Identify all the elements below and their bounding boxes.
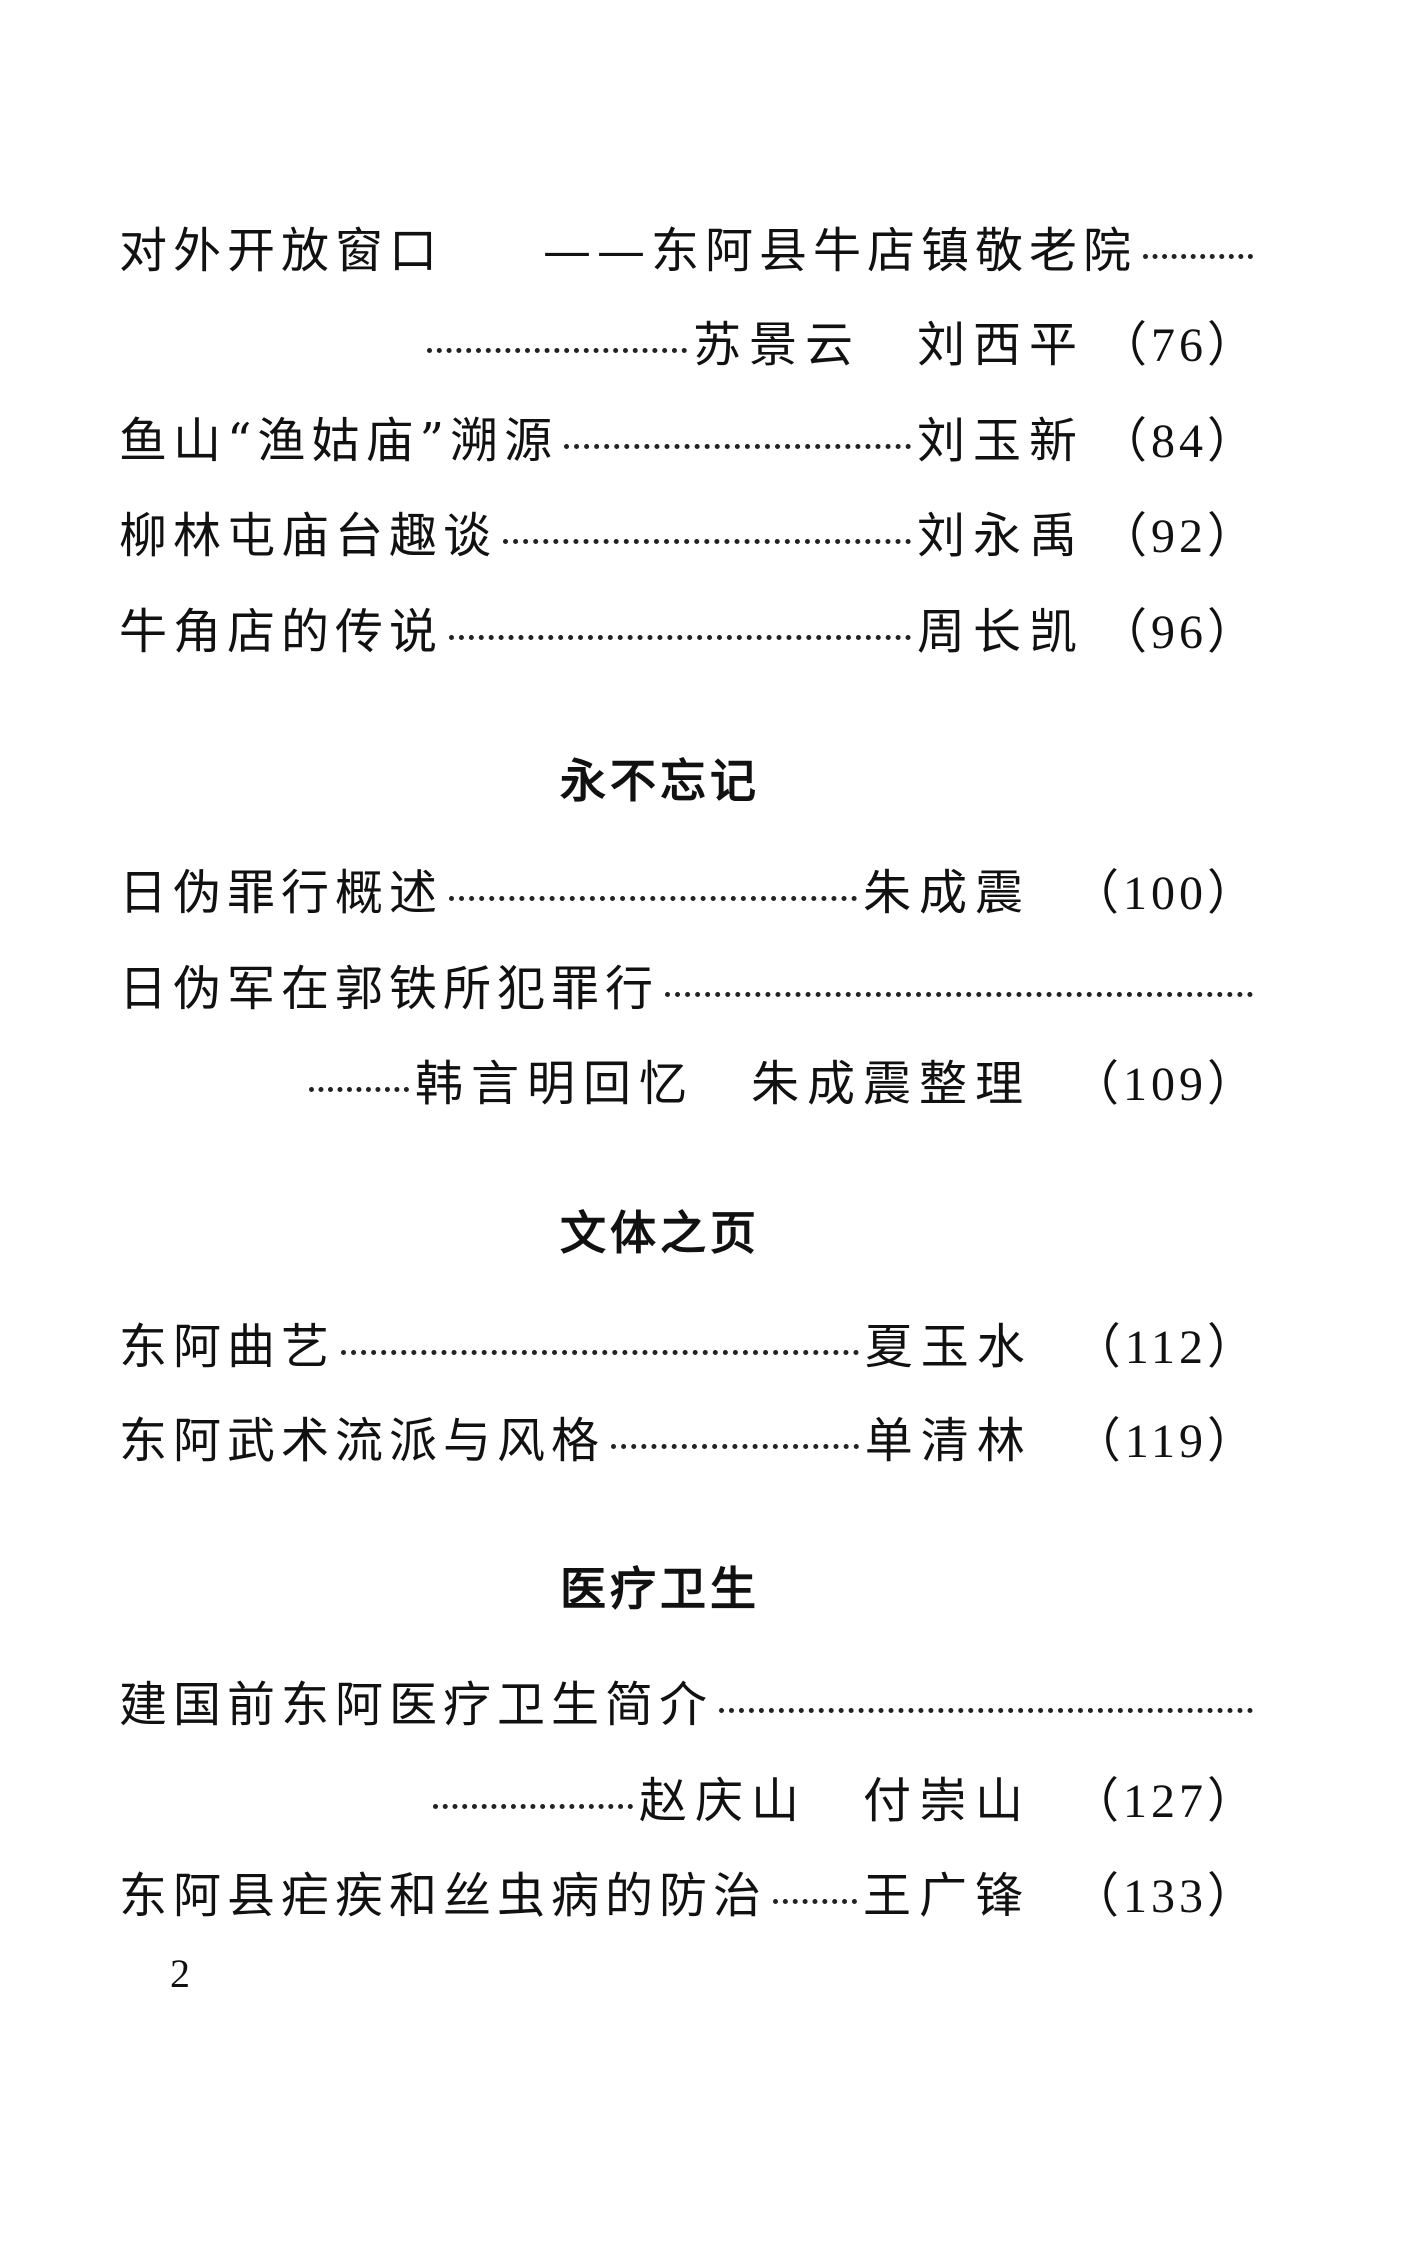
dot-leader xyxy=(665,991,1253,997)
toc-entry-title-line: 建国前东阿医疗卫生简介 xyxy=(119,1670,1259,1733)
entry-title: 东阿武术流派与风格 xyxy=(119,1413,606,1469)
dot-leader xyxy=(1143,253,1253,259)
toc-entry: 柳林屯庙台趣谈 刘永禹 （92） xyxy=(119,501,1259,564)
entry-page: （133） xyxy=(1070,1870,1259,1923)
entry-title: 东阿县疟疾和丝虫病的防治 xyxy=(119,1868,768,1924)
toc-entry: 东阿曲艺 夏玉水 （112） xyxy=(119,1312,1259,1375)
entry-title: 对外开放窗口 xyxy=(119,223,444,279)
section-heading: 文体之页 xyxy=(560,1206,760,1260)
dot-leader xyxy=(564,443,911,449)
entry-title: 东阿曲艺 xyxy=(119,1319,336,1375)
entry-page: （92） xyxy=(1098,510,1259,563)
dot-leader xyxy=(308,1086,409,1092)
dot-leader xyxy=(426,347,687,353)
entry-page: （127） xyxy=(1070,1775,1259,1828)
entry-author: 朱成震 xyxy=(862,865,1031,921)
entry-author: 周长凯 xyxy=(916,604,1085,660)
entry-author: 赵庆山 付崇山 xyxy=(638,1773,1031,1829)
entry-author: 刘永禹 xyxy=(916,508,1085,564)
toc-entry-author-line: 赵庆山 付崇山 （127） xyxy=(119,1766,1259,1829)
dot-leader xyxy=(773,1898,857,1904)
entry-author: 单清林 xyxy=(864,1413,1033,1469)
toc-entry: 东阿武术流派与风格 单清林 （119） xyxy=(119,1406,1259,1469)
dot-leader xyxy=(449,895,857,901)
entry-author: 夏玉水 xyxy=(864,1319,1033,1375)
toc-entry: 鱼山“渔姑庙”溯源 刘玉新 （84） xyxy=(119,406,1259,469)
toc-entry-title-line: 对外开放窗口 ——东阿县牛店镇敬老院 xyxy=(119,216,1259,279)
toc-entry: 牛角店的传说 周长凯 （96） xyxy=(119,597,1259,660)
entry-title: 牛角店的传说 xyxy=(119,604,444,660)
entry-page: （119） xyxy=(1072,1415,1259,1468)
entry-title: 柳林屯庙台趣谈 xyxy=(119,508,498,564)
entry-author: 韩言明回忆 朱成震整理 xyxy=(414,1056,1031,1112)
entry-subtitle: ——东阿县牛店镇敬老院 xyxy=(543,223,1138,279)
entry-title: 建国前东阿医疗卫生简介 xyxy=(119,1677,714,1733)
toc-entry-author-line: 韩言明回忆 朱成震整理 （109） xyxy=(119,1049,1259,1112)
dot-leader xyxy=(719,1707,1253,1713)
section-heading: 永不忘记 xyxy=(560,754,760,808)
entry-title: 鱼山“渔姑庙”溯源 xyxy=(119,413,559,469)
toc-entry-author-line: 苏景云 刘西平 （76） xyxy=(119,310,1259,373)
entry-page: （76） xyxy=(1098,319,1259,372)
entry-page: （100） xyxy=(1070,867,1259,920)
toc-entry-title-line: 日伪军在郭铁所犯罪行 xyxy=(119,954,1259,1017)
entry-page: （84） xyxy=(1098,415,1259,468)
dot-leader xyxy=(503,538,911,544)
toc-entry: 东阿县疟疾和丝虫病的防治 王广锋 （133） xyxy=(119,1861,1259,1924)
entry-title: 日伪罪行概述 xyxy=(119,865,444,921)
dot-leader xyxy=(611,1443,859,1449)
entry-author: 苏景云 刘西平 xyxy=(692,317,1085,373)
entry-author: 王广锋 xyxy=(862,1868,1031,1924)
entry-page: （112） xyxy=(1072,1321,1259,1374)
entry-page: （109） xyxy=(1070,1058,1259,1111)
entry-title: 日伪军在郭铁所犯罪行 xyxy=(119,961,660,1017)
dot-leader xyxy=(432,1803,633,1809)
entry-author: 刘玉新 xyxy=(916,413,1085,469)
entry-page: （96） xyxy=(1098,606,1259,659)
dot-leader xyxy=(341,1349,859,1355)
section-heading: 医疗卫生 xyxy=(560,1562,760,1616)
dot-leader xyxy=(449,634,911,640)
page-number: 2 xyxy=(170,1951,190,1996)
toc-entry: 日伪罪行概述 朱成震 （100） xyxy=(119,858,1259,921)
